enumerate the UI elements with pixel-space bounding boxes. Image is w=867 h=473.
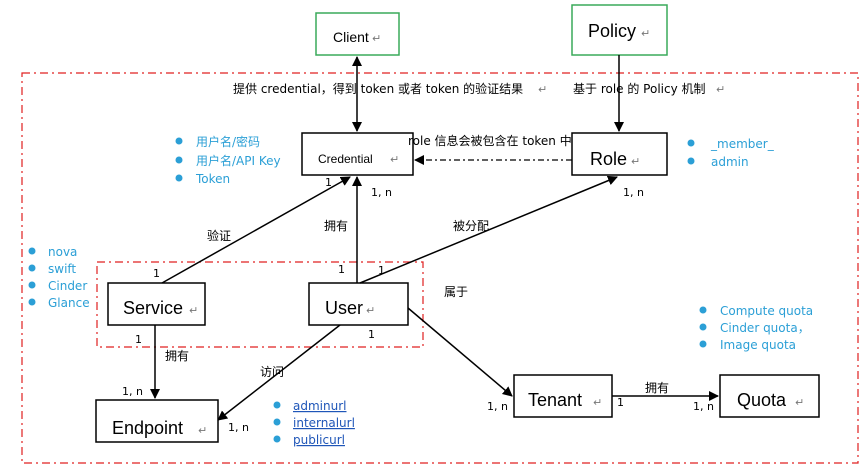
mult-service-top: 1 bbox=[153, 267, 160, 280]
label-policy-role: 基于 role 的 Policy 机制 bbox=[573, 81, 706, 96]
mult-tenant-in: 1, n bbox=[487, 400, 508, 413]
mult-user-bottom: 1 bbox=[368, 328, 375, 341]
edge-user-tenant bbox=[407, 307, 513, 397]
label-own-credential: 拥有 bbox=[324, 219, 348, 233]
credential-type-item: 用户名/密码 bbox=[196, 134, 260, 149]
service-item: Cinder bbox=[48, 279, 87, 293]
mult-tenant-out: 1 bbox=[617, 396, 624, 409]
mult-cred-role: 1, n bbox=[371, 186, 392, 199]
mult-endpoint-user: 1, n bbox=[228, 421, 249, 434]
role-item: admin bbox=[711, 155, 749, 169]
role-label: Role bbox=[590, 149, 627, 169]
label-own-endpoint: 拥有 bbox=[165, 349, 189, 363]
mult-cred-user: 1 bbox=[325, 176, 332, 189]
inner-dashed-boundary bbox=[96, 261, 424, 348]
label-verify: 验证 bbox=[207, 228, 231, 243]
svg-text:↵: ↵ bbox=[795, 396, 804, 409]
quota-label: Quota bbox=[737, 390, 787, 410]
edge-user-role bbox=[359, 175, 618, 284]
edge-user-endpoint bbox=[217, 324, 341, 421]
svg-text:↵: ↵ bbox=[390, 153, 399, 166]
label-role-in-token: role 信息会被包含在 token 中 bbox=[408, 133, 572, 148]
svg-text:↵: ↵ bbox=[189, 304, 198, 317]
quota-item: Image quota bbox=[720, 338, 796, 352]
credential-type-item: Token bbox=[195, 172, 230, 186]
credential-type-item: 用户名/API Key bbox=[196, 153, 281, 168]
tenant-label: Tenant bbox=[528, 390, 582, 410]
endpoint-node: Endpoint ↵ bbox=[95, 399, 219, 443]
svg-text:↵: ↵ bbox=[366, 304, 375, 317]
edge-service-credential bbox=[161, 176, 351, 284]
credential-label: Credential bbox=[318, 152, 373, 166]
endpoint-urls-list: adminurl internalurl publicurl bbox=[273, 399, 355, 447]
credential-node: Credential ↵ bbox=[301, 132, 414, 176]
mult-service-bottom: 1 bbox=[135, 333, 142, 346]
user-label: User bbox=[325, 298, 363, 318]
service-item: nova bbox=[48, 245, 77, 259]
policy-node: Policy ↵ bbox=[571, 4, 668, 56]
label-belongs: 属于 bbox=[444, 285, 468, 299]
quota-node: Quota ↵ bbox=[719, 374, 820, 418]
svg-text:↵: ↵ bbox=[198, 424, 207, 437]
svg-text:↵: ↵ bbox=[716, 83, 725, 96]
role-node: Role ↵ bbox=[571, 132, 668, 176]
label-client-credential: 提供 credential，得到 token 或者 token 的验证结果 bbox=[233, 81, 523, 96]
quota-item: Cinder quota， bbox=[720, 321, 810, 335]
label-access: 访问 bbox=[260, 365, 284, 379]
svg-text:↵: ↵ bbox=[593, 396, 602, 409]
services-list: nova swift Cinder Glance bbox=[28, 245, 90, 310]
mult-user-top-left: 1 bbox=[338, 263, 345, 276]
user-node: User ↵ bbox=[308, 282, 409, 326]
mult-user-top-right: 1 bbox=[378, 264, 385, 277]
svg-text:↵: ↵ bbox=[372, 32, 381, 45]
label-assigned: 被分配 bbox=[453, 219, 489, 233]
svg-text:↵: ↵ bbox=[641, 27, 650, 40]
service-item: swift bbox=[48, 262, 76, 276]
svg-text:↵: ↵ bbox=[538, 83, 547, 96]
tenant-node: Tenant ↵ bbox=[513, 374, 613, 418]
mult-endpoint-service: 1, n bbox=[122, 385, 143, 398]
roles-list: _member_ admin bbox=[687, 137, 775, 169]
endpoint-label: Endpoint bbox=[112, 418, 183, 438]
client-label: Client bbox=[333, 29, 369, 45]
endpoint-url-item: publicurl bbox=[293, 433, 345, 447]
role-item: _member_ bbox=[710, 137, 775, 151]
quotas-list: Compute quota Cinder quota， Image quota bbox=[699, 304, 813, 352]
service-node: Service ↵ bbox=[107, 282, 206, 326]
outer-dashed-boundary bbox=[21, 72, 859, 464]
mult-role-user: 1, n bbox=[623, 186, 644, 199]
endpoint-url-item: adminurl bbox=[293, 399, 346, 413]
label-own-quota: 拥有 bbox=[645, 381, 669, 395]
mult-quota-in: 1, n bbox=[693, 400, 714, 413]
svg-text:↵: ↵ bbox=[631, 155, 640, 168]
policy-label: Policy bbox=[588, 21, 636, 41]
service-item: Glance bbox=[48, 296, 90, 310]
quota-item: Compute quota bbox=[720, 304, 813, 318]
service-label: Service bbox=[123, 298, 183, 318]
endpoint-url-item: internalurl bbox=[293, 416, 355, 430]
credential-types-list: 用户名/密码 用户名/API Key Token bbox=[175, 134, 281, 186]
client-node: Client ↵ bbox=[315, 12, 400, 56]
